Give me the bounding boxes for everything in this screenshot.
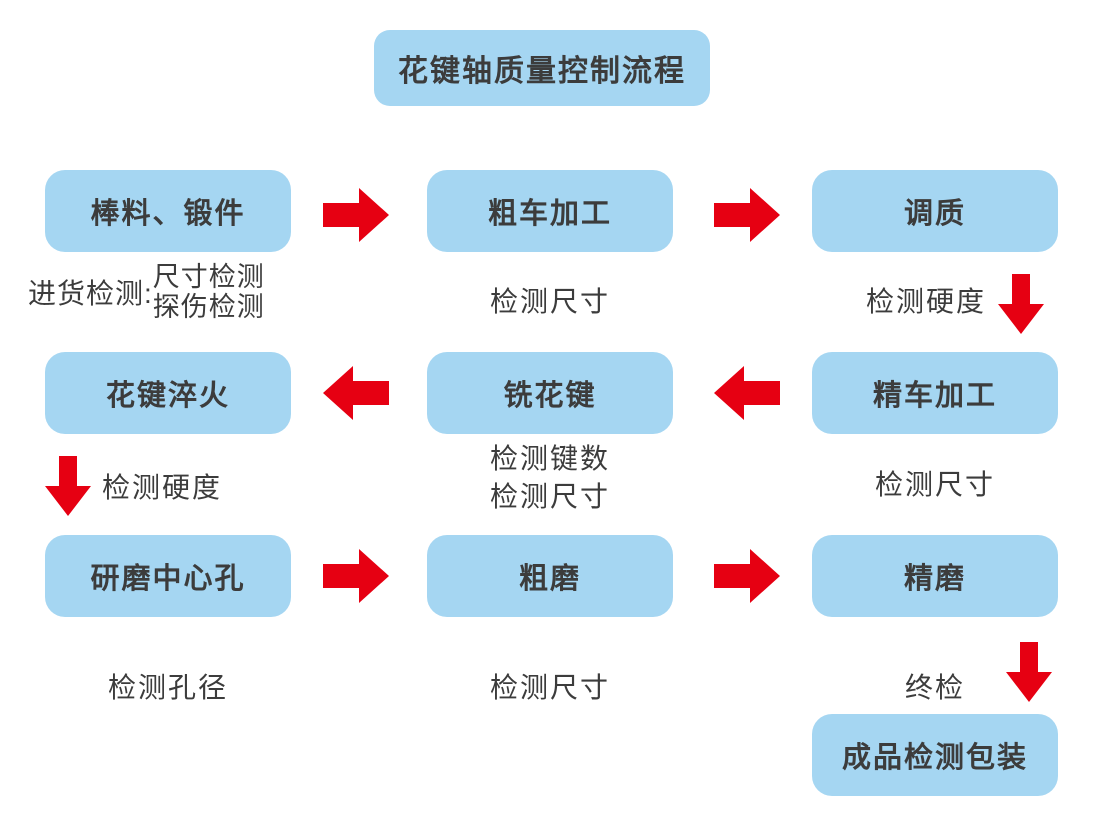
- note-check-hardness: 检测硬度: [866, 286, 987, 317]
- note-check-dimensions: 检测尺寸: [489, 672, 610, 703]
- step-box-rough-turning: 粗车加工: [427, 170, 673, 252]
- note-final-inspection: 终检: [905, 672, 966, 703]
- step-box-spline-quench: 花键淬火: [45, 352, 291, 434]
- note-check-hardness: 检测硬度: [102, 472, 223, 503]
- step-box-quench-temper: 调质: [812, 170, 1058, 252]
- note-check-dimensions: 检测尺寸: [489, 286, 610, 317]
- arrow-left-icon: [323, 366, 389, 420]
- note-incoming-items: 尺寸检测 探伤检测: [153, 262, 265, 322]
- arrow-down-icon: [45, 456, 91, 516]
- note-dimension-check: 尺寸检测: [152, 262, 265, 292]
- step-box-fine-turning: 精车加工: [812, 352, 1058, 434]
- note-incoming-inspection: 进货检测: 尺寸检测 探伤检测: [28, 262, 265, 322]
- step-box-raw-material: 棒料、锻件: [45, 170, 291, 252]
- note-incoming-label: 进货检测:: [28, 278, 153, 310]
- step-box-grind-center-hole: 研磨中心孔: [45, 535, 291, 617]
- flowchart-title: 花键轴质量控制流程: [374, 30, 710, 106]
- arrow-down-icon: [998, 274, 1044, 334]
- note-check-key-count: 检测键数: [489, 443, 610, 474]
- note-check-dimensions: 检测尺寸: [489, 481, 610, 513]
- note-flaw-check: 探伤检测: [152, 292, 265, 323]
- note-check-keys-dimensions: 检测键数 检测尺寸: [427, 440, 673, 516]
- arrow-right-icon: [323, 549, 389, 603]
- note-check-dimensions: 检测尺寸: [874, 469, 995, 500]
- note-check-hole-diameter: 检测孔径: [107, 672, 228, 703]
- step-box-fine-grinding: 精磨: [812, 535, 1058, 617]
- arrow-right-icon: [714, 549, 780, 603]
- step-box-finished-packaging: 成品检测包装: [812, 714, 1058, 796]
- arrow-left-icon: [714, 366, 780, 420]
- arrow-right-icon: [714, 188, 780, 242]
- step-box-mill-spline: 铣花键: [427, 352, 673, 434]
- step-box-rough-grinding: 粗磨: [427, 535, 673, 617]
- arrow-right-icon: [323, 188, 389, 242]
- arrow-down-icon: [1006, 642, 1052, 702]
